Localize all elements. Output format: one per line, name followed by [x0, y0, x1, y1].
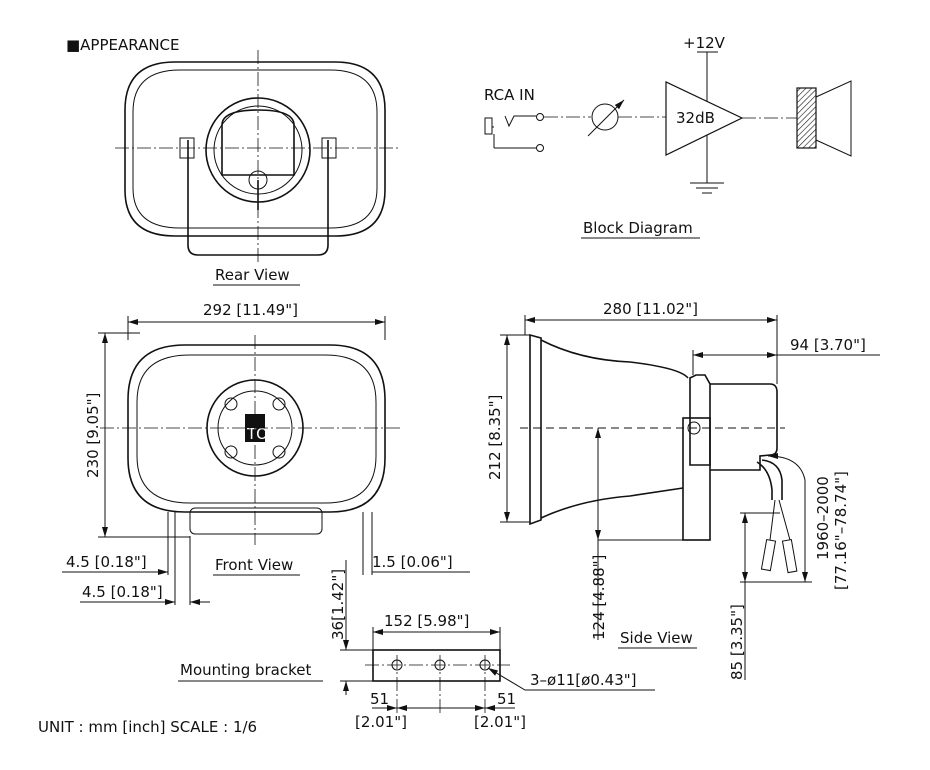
supply-label: +12V [683, 34, 726, 52]
dim-1-5: 1.5 [0.06"] [372, 553, 453, 571]
cable-length-mm: 1960–2000 [814, 476, 832, 560]
side-height-dim: 212 [8.35"] [486, 395, 504, 480]
mounting-bracket: 152 [5.98"] 36[1.42"] Mounting bracket 5… [178, 560, 655, 731]
rear-view: Rear View [115, 50, 400, 286]
dim-4-5-b: 4.5 [0.18"] [82, 583, 163, 601]
side-view: 280 [11.02"] 94 [3.70"] 212 [8.35"] 124 … [486, 300, 880, 680]
amp-gain: 32dB [676, 109, 715, 127]
plug-dim: 85 [3.35"] [728, 604, 746, 680]
bracket-width-dim: 152 [5.98"] [384, 612, 469, 630]
right-pitch-in: [2.01"] [474, 713, 526, 731]
dim-4-5-a: 4.5 [0.18"] [66, 553, 147, 571]
center-height-dim: 124 [4.88"] [590, 555, 608, 640]
block-diagram: +12V 32dB RCA IN Block Diagram [484, 34, 852, 239]
bracket-height-dim: 36[1.42"] [329, 569, 347, 640]
front-height-dim: 230 [9.05"] [84, 393, 102, 478]
input-label: RCA IN [484, 86, 535, 104]
left-pitch-in: [2.01"] [355, 713, 407, 731]
front-view: TOA 292 [11.49"] 230 [9.05"] 4.5 [0.18"]… [62, 301, 470, 605]
bracket-label: Mounting bracket [180, 661, 311, 679]
front-view-label: Front View [215, 556, 293, 574]
front-width-dim: 292 [11.49"] [203, 301, 298, 319]
right-pitch-mm: 51 [497, 690, 516, 708]
side-length-dim: 280 [11.02"] [603, 300, 698, 318]
toa-logo: TOA [246, 425, 279, 443]
cable-length-in: [77.16"–78.74"] [832, 471, 850, 590]
section-title: ■APPEARANCE [66, 36, 180, 54]
side-view-label: Side View [620, 629, 693, 647]
hole-spec: 3–ø11[ø0.43"] [530, 671, 637, 689]
unit-scale-note: UNIT : mm [inch] SCALE : 1/6 [38, 718, 257, 736]
rear-view-label: Rear View [215, 266, 290, 284]
left-pitch-mm: 51 [370, 690, 389, 708]
block-diagram-label: Block Diagram [583, 219, 693, 237]
rear-depth-dim: 94 [3.70"] [790, 336, 866, 354]
